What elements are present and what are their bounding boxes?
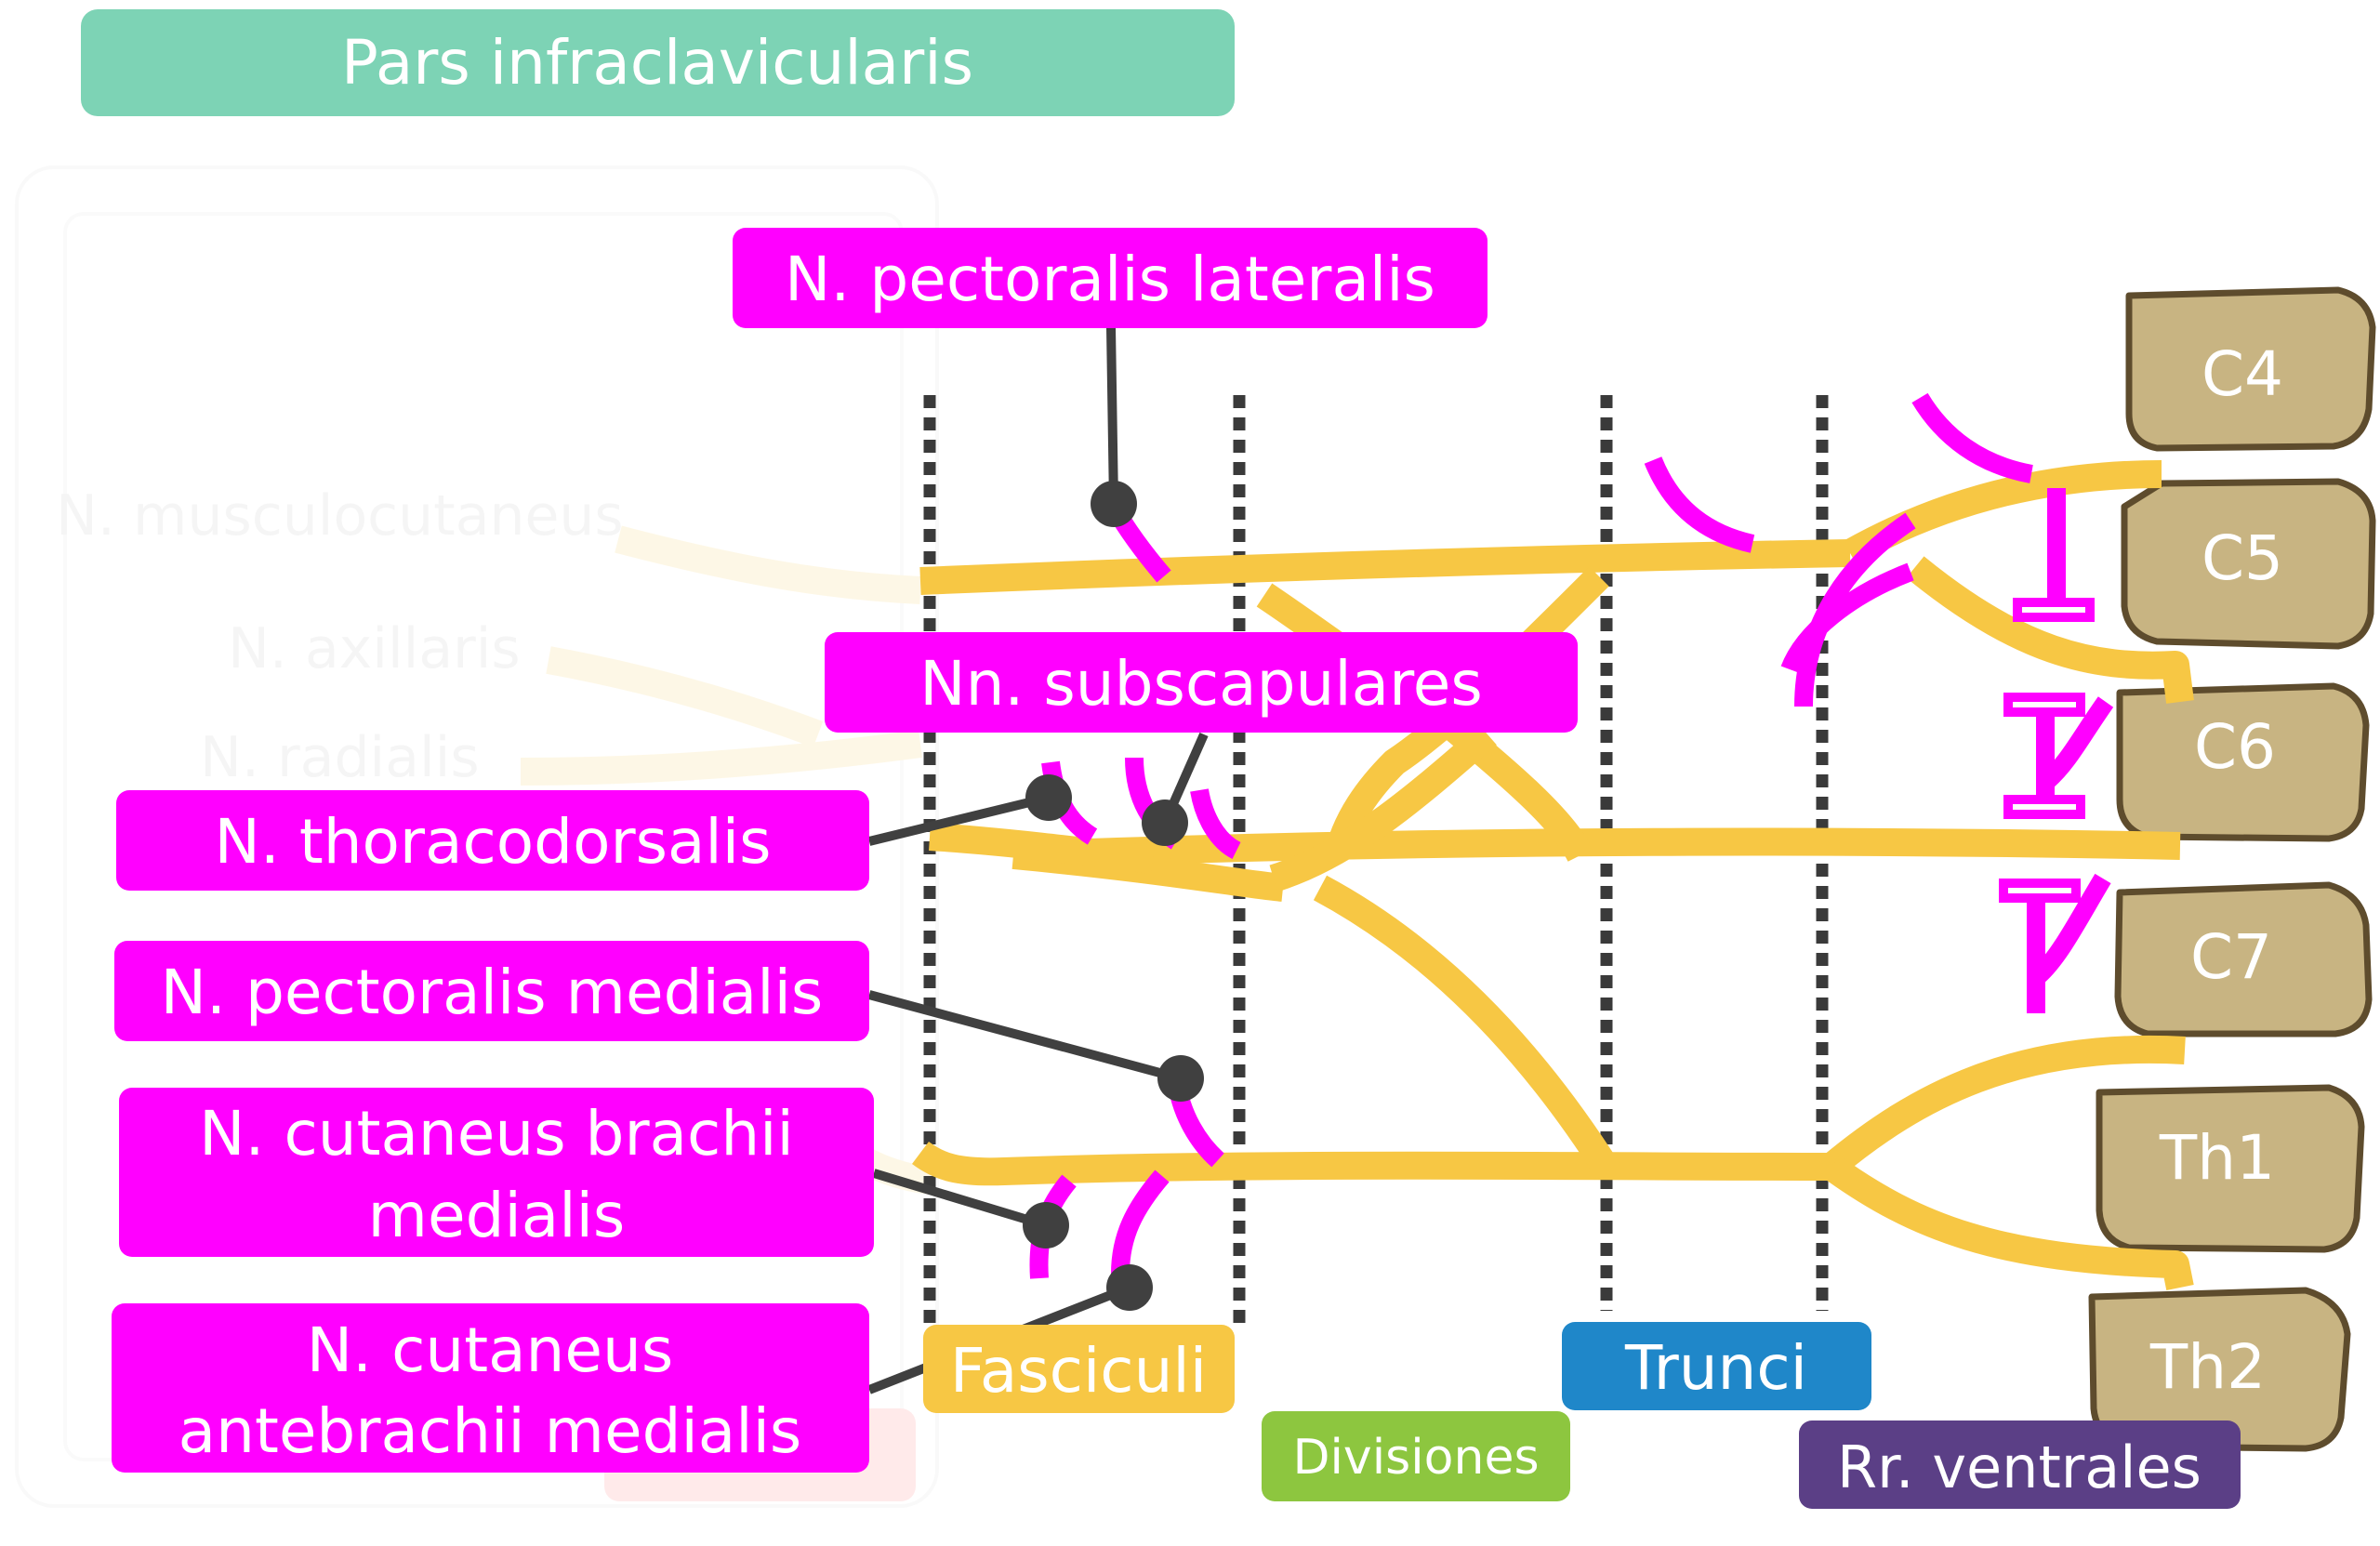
- division-lower: [1313, 875, 1620, 1180]
- pointer-dot-thoracodorsalis: [1025, 774, 1072, 821]
- label-pectoralis-medialis: N. pectoralis medialis: [161, 957, 824, 1028]
- faded-nerve-axillaris: [546, 646, 824, 748]
- label-cutaneus-brachii-line1: N. cutaneus brachii: [199, 1098, 794, 1169]
- tag-rr-ventrales: Rr. ventrales: [1837, 1434, 2202, 1501]
- faded-label-axillaris: N. axillaris: [228, 616, 521, 681]
- pointer-dot-pectoralis-medialis: [1157, 1055, 1204, 1102]
- tag-fasciculi: Fasciculi: [950, 1335, 1207, 1407]
- label-box-subscapulares: [825, 632, 1578, 733]
- section-tags: Fasciculi Divisiones Trunci Rr. ventrale…: [923, 1322, 2241, 1509]
- pointers: [867, 326, 1209, 1394]
- pointer-thoracodorsalis: [867, 793, 1051, 846]
- root-branches: [1644, 392, 2114, 1013]
- ramus-c6: [1906, 556, 2194, 704]
- segment-c5-label: C5: [2202, 522, 2283, 594]
- label-thoracodorsalis: N. thoracodorsalis: [215, 806, 772, 878]
- faded-label-musculocutaneus: N. musculocutaneus: [56, 483, 624, 548]
- segment-th1-label: Th1: [2159, 1122, 2275, 1194]
- tag-box-divisiones: [1262, 1411, 1570, 1501]
- tag-box-fasciculi: [923, 1325, 1235, 1413]
- segment-c4-label: C4: [2202, 338, 2283, 410]
- segment-c6-shape: [2116, 682, 2370, 842]
- fasciculus-lateralis: [919, 539, 1851, 595]
- header-bar: [81, 9, 1235, 116]
- label-cutaneus-antebrachii-line1: N. cutaneus: [307, 1315, 673, 1386]
- segment-c7-shape: [2114, 881, 2373, 1037]
- branch-c4-dorsal-scapular: [1911, 392, 2033, 483]
- pointer-dot-cutaneus-antebrachii: [1106, 1264, 1153, 1311]
- tag-box-trunci: [1562, 1322, 1871, 1410]
- branch-c5-upper: [1644, 456, 1755, 553]
- segment-th1: Th1: [2096, 1084, 2365, 1253]
- header-title: Pars infraclavicularis: [341, 27, 973, 99]
- plexus-nerves: [912, 460, 2194, 1290]
- nerve-labels: N. pectoralis lateralis Nn. subscapulare…: [112, 228, 1578, 1473]
- pointer-dot-pectoralis-lateralis: [1091, 481, 1137, 527]
- ramus-th2: [1823, 1155, 2194, 1290]
- label-cutaneus-brachii-line2: medialis: [368, 1180, 626, 1251]
- faded-label-radialis: N. radialis: [200, 725, 480, 790]
- branch-c6-curve: [2041, 696, 2114, 788]
- segment-c6: C6: [2116, 682, 2370, 842]
- tag-divisiones: Divisiones: [1292, 1430, 1539, 1486]
- label-box-pectoralis-medialis: [114, 941, 869, 1041]
- branch-long-thoracic-a: [1780, 562, 1914, 673]
- tag-box-rr-ventrales: [1799, 1420, 2241, 1509]
- tag-trunci: Trunci: [1624, 1332, 1807, 1404]
- cord-thoracodorsal-stub: [929, 823, 1155, 874]
- ramus-c7: [1012, 827, 2181, 869]
- pointer-cutaneus-brachii: [872, 1169, 1048, 1230]
- root-segments: C4 C5 C6 C7 Th1 Th2: [2088, 286, 2376, 1452]
- label-box-thoracodorsalis: [116, 790, 869, 891]
- segment-th2: Th2: [2088, 1287, 2351, 1452]
- faded-nerve-musculocutaneus: [615, 525, 921, 604]
- segment-c5: C5: [2121, 478, 2376, 650]
- faded-nerve-radialis: [520, 730, 922, 786]
- faded-background: N. musculocutaneus N. axillaris N. radia…: [15, 165, 939, 1508]
- division-posterior-cord: [1269, 723, 1497, 892]
- segment-c5-shape: [2121, 478, 2376, 650]
- segment-c7-label: C7: [2190, 921, 2272, 993]
- segment-c4-shape: [2125, 286, 2376, 452]
- branch-subscapulares-b: [1190, 788, 1242, 859]
- branch-c5-phrenic-bar: [2013, 598, 2095, 622]
- pointer-pectoralis-lateralis: [1106, 326, 1118, 505]
- segment-c4: C4: [2125, 286, 2376, 452]
- branch-c6-bar-bottom: [2003, 795, 2085, 819]
- branch-c6-bar-top: [2003, 693, 2085, 717]
- label-pectoralis-lateralis: N. pectoralis lateralis: [785, 244, 1435, 315]
- pointer-pectoralis-medialis: [867, 990, 1183, 1083]
- branch-c7-bar: [1999, 879, 2081, 903]
- pointer-dot-cutaneus-brachii: [1023, 1202, 1069, 1249]
- label-cutaneus-antebrachii-line2: antebrachii medialis: [178, 1395, 802, 1467]
- segment-c6-label: C6: [2194, 711, 2276, 783]
- label-box-cutaneus-antebrachii: [112, 1303, 869, 1473]
- fasciculus-medialis: [912, 1141, 1832, 1186]
- segment-c7: C7: [2114, 881, 2373, 1037]
- ramus-th1: [1822, 1036, 2186, 1178]
- branch-c7-curve: [2031, 873, 2111, 984]
- division-upper-anterior: [1325, 566, 1609, 855]
- label-box-cutaneus-brachii: [119, 1088, 874, 1257]
- label-subscapulares: Nn. subscapulares: [919, 648, 1483, 720]
- branch-suprascapular: [1794, 512, 1916, 707]
- segment-th1-shape: [2096, 1084, 2365, 1253]
- segment-th2-label: Th2: [2149, 1331, 2266, 1403]
- branch-cutaneus-antebrachii: [1111, 1169, 1170, 1275]
- label-box-pectoralis-lateralis: [733, 228, 1488, 328]
- pointer-dot-subscapulares: [1142, 799, 1188, 846]
